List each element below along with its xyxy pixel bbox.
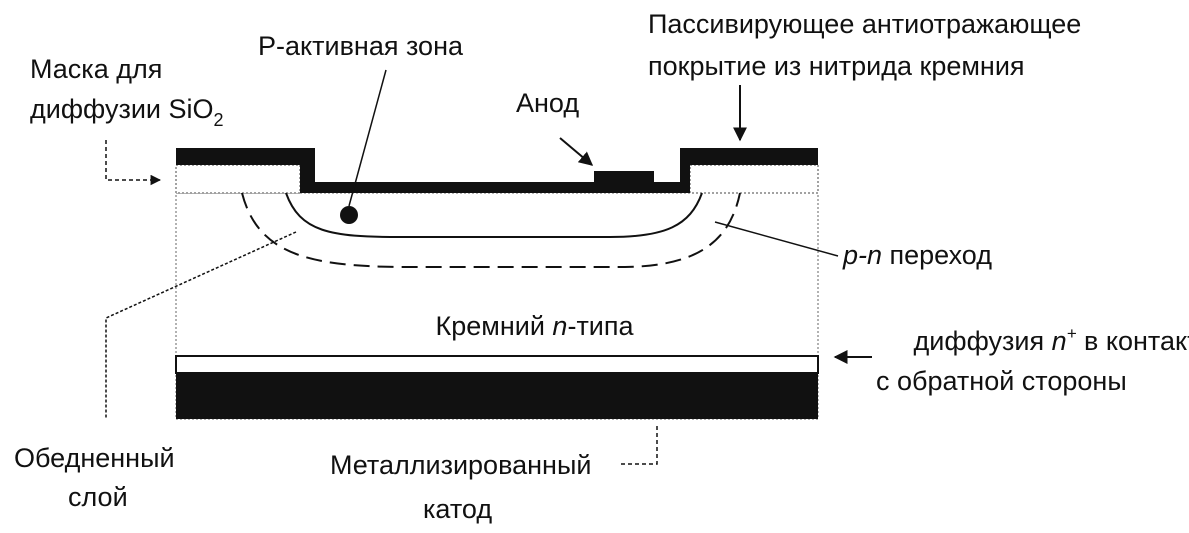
metallized-cathode: [176, 373, 818, 419]
diffusion-italic: n: [1052, 326, 1067, 356]
pn-junction-italic: p-n: [842, 240, 882, 270]
mask-label-main: диффузии SiO: [30, 94, 214, 124]
sio2-mask-right: [689, 164, 819, 194]
pn-junction-rest: переход: [882, 240, 992, 270]
depleted-label-line2: слой: [68, 482, 128, 512]
passivating-label-line2: покрытие из нитрида кремния: [648, 51, 1025, 81]
silicon-label: Кремний n-типа: [398, 311, 656, 341]
silicon-post: -типа: [567, 311, 634, 341]
p-active-label: Р-активная зона: [258, 31, 464, 61]
depletion-boundary-curve: [241, 192, 741, 268]
mask-label-subscript: 2: [214, 110, 224, 130]
cathode-label-line1: Металлизированный: [330, 450, 591, 480]
cathode-label-line2: катод: [423, 494, 492, 524]
depleted-layer-leader: [105, 231, 297, 418]
p-active-leader: [348, 69, 387, 207]
cathode-leader: [618, 426, 658, 465]
mask-label-line2: диффузии SiO2: [30, 94, 224, 130]
depleted-label-line1: Обедненный: [14, 443, 175, 473]
diffusion-post: в контакт: [1077, 326, 1189, 356]
sio2-mask-left: [175, 164, 301, 194]
anode-label: Анод: [516, 88, 579, 118]
diffusion-label-line1: диффузия n+ в контакт: [876, 324, 1189, 356]
anode-arrow: [559, 137, 594, 166]
carrier-dot: [340, 206, 358, 224]
nitride-coating: [176, 148, 818, 193]
n-plus-diffusion-layer: [175, 355, 819, 374]
silicon-italic: n: [552, 311, 567, 341]
pn-junction-label: p-n переход: [842, 240, 992, 270]
passivating-label-line1: Пассивирующее антиотражающее: [648, 9, 1081, 39]
silicon-pre: Кремний: [436, 311, 553, 341]
pn-junction-leader: [714, 221, 839, 257]
mask-arrow: [105, 140, 162, 186]
anode-contact: [594, 171, 654, 185]
diffusion-pre: диффузия: [914, 326, 1052, 356]
diffusion-sup: +: [1067, 324, 1077, 343]
mask-label-line1: Маска для: [30, 54, 162, 84]
diffusion-label-line2: с обратной стороны: [876, 366, 1127, 396]
pn-junction-curve: [285, 192, 703, 238]
